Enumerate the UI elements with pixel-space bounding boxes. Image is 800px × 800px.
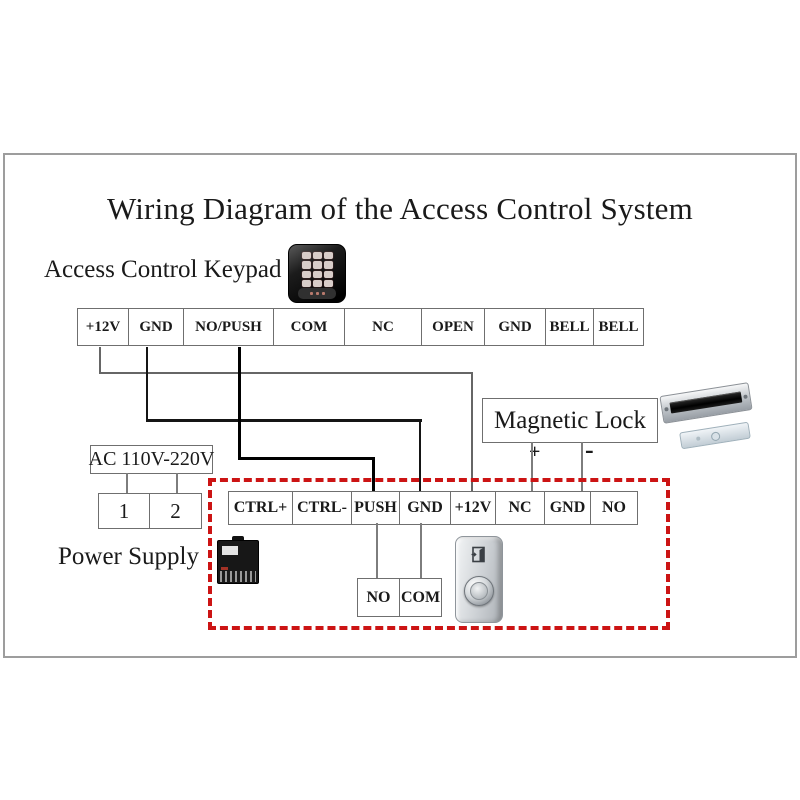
- keypad-terminal-strip: +12V GND NO/PUSH COM NC OPEN GND BELL BE…: [77, 308, 644, 346]
- maglock-magnet-bar: [659, 382, 753, 424]
- keypad-keys: [302, 252, 333, 287]
- keypad-key: [313, 279, 322, 287]
- keypad-key: [302, 252, 311, 260]
- relay-terminal-no: NO: [366, 588, 391, 606]
- wire-gnd-to-com: [420, 523, 422, 579]
- wire-gnd-to-psu: [419, 419, 421, 492]
- keypad-bottom-panel: [298, 288, 336, 299]
- ac-input-box: AC 110V-220V: [88, 445, 215, 474]
- keypad-key: [313, 270, 322, 278]
- terminal-no: NO: [590, 492, 637, 524]
- wire-ac-1: [126, 473, 128, 494]
- terminal-ctrl-minus: CTRL-: [292, 492, 351, 524]
- keypad-panel-dot: [321, 292, 325, 295]
- maglock-positive-label: +: [529, 441, 541, 463]
- door-exit-glyph: [469, 545, 489, 570]
- wire-maglock-positive: [531, 442, 533, 492]
- terminal-bell2: BELL: [593, 309, 643, 345]
- relay-terminal-com: COM: [399, 579, 441, 616]
- terminal-12v: +12V: [450, 492, 495, 524]
- power-supply-terminal-strip: CTRL+ CTRL- PUSH GND +12V NC GND NO: [228, 491, 638, 525]
- keypad-panel-dot: [309, 292, 313, 295]
- magnetic-lock-icon: [659, 378, 762, 454]
- magnetic-lock-label: Magnetic Lock: [493, 406, 647, 434]
- maglock-plate-hole: [695, 435, 701, 441]
- terminal-ctrl-plus: CTRL+: [233, 499, 288, 516]
- terminal-push: PUSH: [351, 492, 399, 524]
- wire-push-run: [238, 457, 375, 460]
- psu-mount-tab: [232, 536, 244, 542]
- relay-contact-box: NO COM: [357, 578, 442, 617]
- keypad-key: [302, 279, 311, 287]
- terminal-gnd2: GND: [484, 309, 545, 345]
- keypad-key: [313, 252, 322, 260]
- ac-input-label: AC 110V-220V: [88, 448, 215, 470]
- psu-led: [221, 567, 228, 570]
- exit-push-button: [464, 576, 494, 606]
- keypad-key: [324, 261, 333, 269]
- keypad-key: [313, 261, 322, 269]
- ac-terminal-box: 1 2: [98, 493, 202, 529]
- wire-12v-to-psu: [471, 372, 473, 492]
- terminal-com: COM: [273, 309, 344, 345]
- wire-ac-2: [176, 473, 178, 494]
- terminal-gnd2: GND: [544, 492, 590, 524]
- terminal-open: OPEN: [421, 309, 484, 345]
- wire-12v-run: [99, 372, 473, 374]
- maglock-screw: [664, 406, 669, 412]
- maglock-magnet-strip: [669, 391, 743, 414]
- keypad-key: [324, 279, 333, 287]
- psu-terminal-row: [220, 571, 256, 582]
- keypad-key: [302, 261, 311, 269]
- terminal-gnd: GND: [399, 492, 450, 524]
- exit-push-button-center: [470, 582, 488, 600]
- terminal-nc: NC: [495, 492, 544, 524]
- keypad-icon: [288, 244, 346, 303]
- psu-sticker: [222, 546, 238, 555]
- keypad-key: [302, 270, 311, 278]
- maglock-screw: [743, 394, 748, 400]
- terminal-nc: NC: [344, 309, 421, 345]
- keypad-label: Access Control Keypad: [44, 256, 282, 283]
- ac-terminal-2: 2: [149, 494, 201, 528]
- power-supply-icon: [217, 536, 259, 586]
- ac-terminal-1: 1: [118, 498, 130, 523]
- maglock-plate-hole: [710, 430, 721, 442]
- terminal-gnd: GND: [128, 309, 183, 345]
- wire-maglock-negative: [581, 442, 583, 492]
- wire-12v-drop: [99, 347, 101, 374]
- exit-button-icon: [455, 536, 503, 623]
- terminal-no-push: NO/PUSH: [183, 309, 273, 345]
- wire-push-drop: [238, 347, 241, 460]
- wire-gnd-run: [146, 419, 422, 422]
- terminal-12v: +12V: [85, 318, 121, 335]
- page-title: Wiring Diagram of the Access Control Sys…: [107, 191, 693, 226]
- magnetic-lock-label-box: Magnetic Lock: [482, 398, 658, 443]
- keypad-key: [324, 252, 333, 260]
- keypad-key: [324, 270, 333, 278]
- power-supply-label: Power Supply: [58, 543, 199, 570]
- wire-push-to-no: [376, 523, 378, 579]
- power-supply-highlight-box: [208, 478, 670, 630]
- maglock-armature-plate: [679, 421, 751, 450]
- keypad-panel-dot: [315, 292, 319, 295]
- wire-push-to-psu: [372, 457, 375, 492]
- maglock-negative-label: -: [585, 435, 594, 464]
- wire-gnd-drop: [146, 347, 148, 421]
- terminal-bell1: BELL: [545, 309, 593, 345]
